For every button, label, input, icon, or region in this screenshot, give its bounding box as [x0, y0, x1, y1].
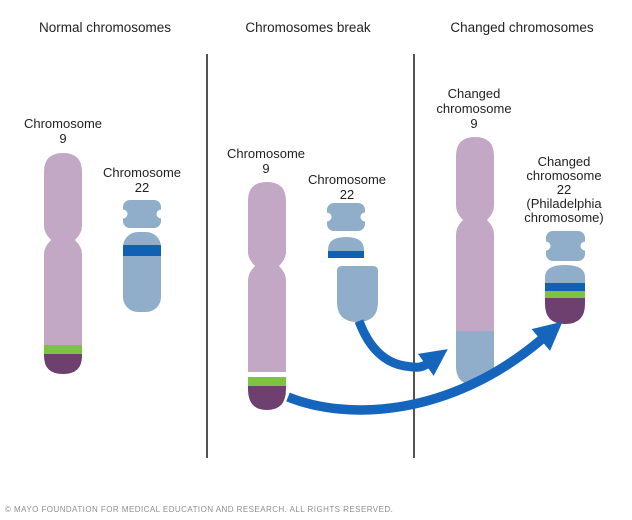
p3-chromosome-22-notch-left [541, 241, 551, 251]
p2-chromosome-22-top [327, 203, 365, 231]
p1-chromosome-9-label: Chromosome 9 [23, 116, 103, 146]
panel-title-changed: Changed chromosomes [450, 20, 594, 35]
p3-chromosome-22-notch-right [580, 241, 590, 251]
translocation-arrow-to-chromosome-22 [286, 321, 563, 415]
p1-chromosome-9-green-band [44, 345, 82, 354]
p1-chromosome-22-blue-band [123, 245, 161, 256]
p2-chromosome-22-notch-right [360, 212, 370, 222]
copyright-text: © MAYO FOUNDATION FOR MEDICAL EDUCATION … [5, 505, 394, 514]
p3-chromosome-9-body [456, 137, 494, 331]
p2-chromosome-9-label: Chromosome 9 [226, 146, 306, 176]
p2-chromosome-22-notch-left [322, 212, 332, 222]
p1-chromosome-22-top [123, 200, 161, 228]
p1-chromosome-9-shape [44, 153, 82, 374]
p2-chromosome-9-body [248, 182, 286, 372]
p3-chromosome-22-green-band [545, 291, 585, 298]
p2-chromosome-9-broken-purple-tip [248, 386, 286, 410]
p3-chromosome-22-top [546, 231, 585, 261]
p2-chromosome-22-blue-band [328, 251, 364, 258]
p1-chromosome-9-body [44, 153, 82, 345]
p3-philadelphia-chromosome-label: Changed chromosome 22 (Philadelphia chro… [524, 154, 604, 225]
p1-chromosome-22-notch-left [118, 209, 128, 219]
p1-chromosome-22-notch-right [156, 209, 166, 219]
p3-chromosome-22-dome [545, 265, 585, 283]
p2-chromosome-9-shape [248, 182, 286, 410]
p3-chromosome-9-translocated-blue-segment [456, 331, 494, 385]
p2-chromosome-22-broken-lower-piece [337, 266, 378, 322]
p2-chromosome-22-label: Chromosome 22 [307, 172, 387, 202]
p3-changed-chromosome-9-label: Changed chromosome 9 [436, 86, 512, 131]
p1-chromosome-22-body [123, 232, 161, 312]
p3-changed-chromosome-9-shape [456, 137, 494, 385]
panel-title-break: Chromosomes break [245, 20, 371, 35]
p2-chromosome-22-shape [322, 203, 378, 322]
panel-title-normal: Normal chromosomes [38, 20, 172, 35]
translocation-arrow-to-chromosome-9 [354, 319, 448, 376]
p2-chromosome-9-broken-green-band [248, 377, 286, 386]
p3-philadelphia-chromosome-shape [541, 231, 590, 324]
p1-chromosome-9-purple-tip [44, 354, 82, 374]
p3-chromosome-22-blue-band [545, 283, 585, 291]
p3-chromosome-22-purple-tip [545, 298, 585, 324]
p1-chromosome-22-label: Chromosome 22 [102, 165, 182, 195]
p1-chromosome-22-shape [118, 200, 166, 312]
